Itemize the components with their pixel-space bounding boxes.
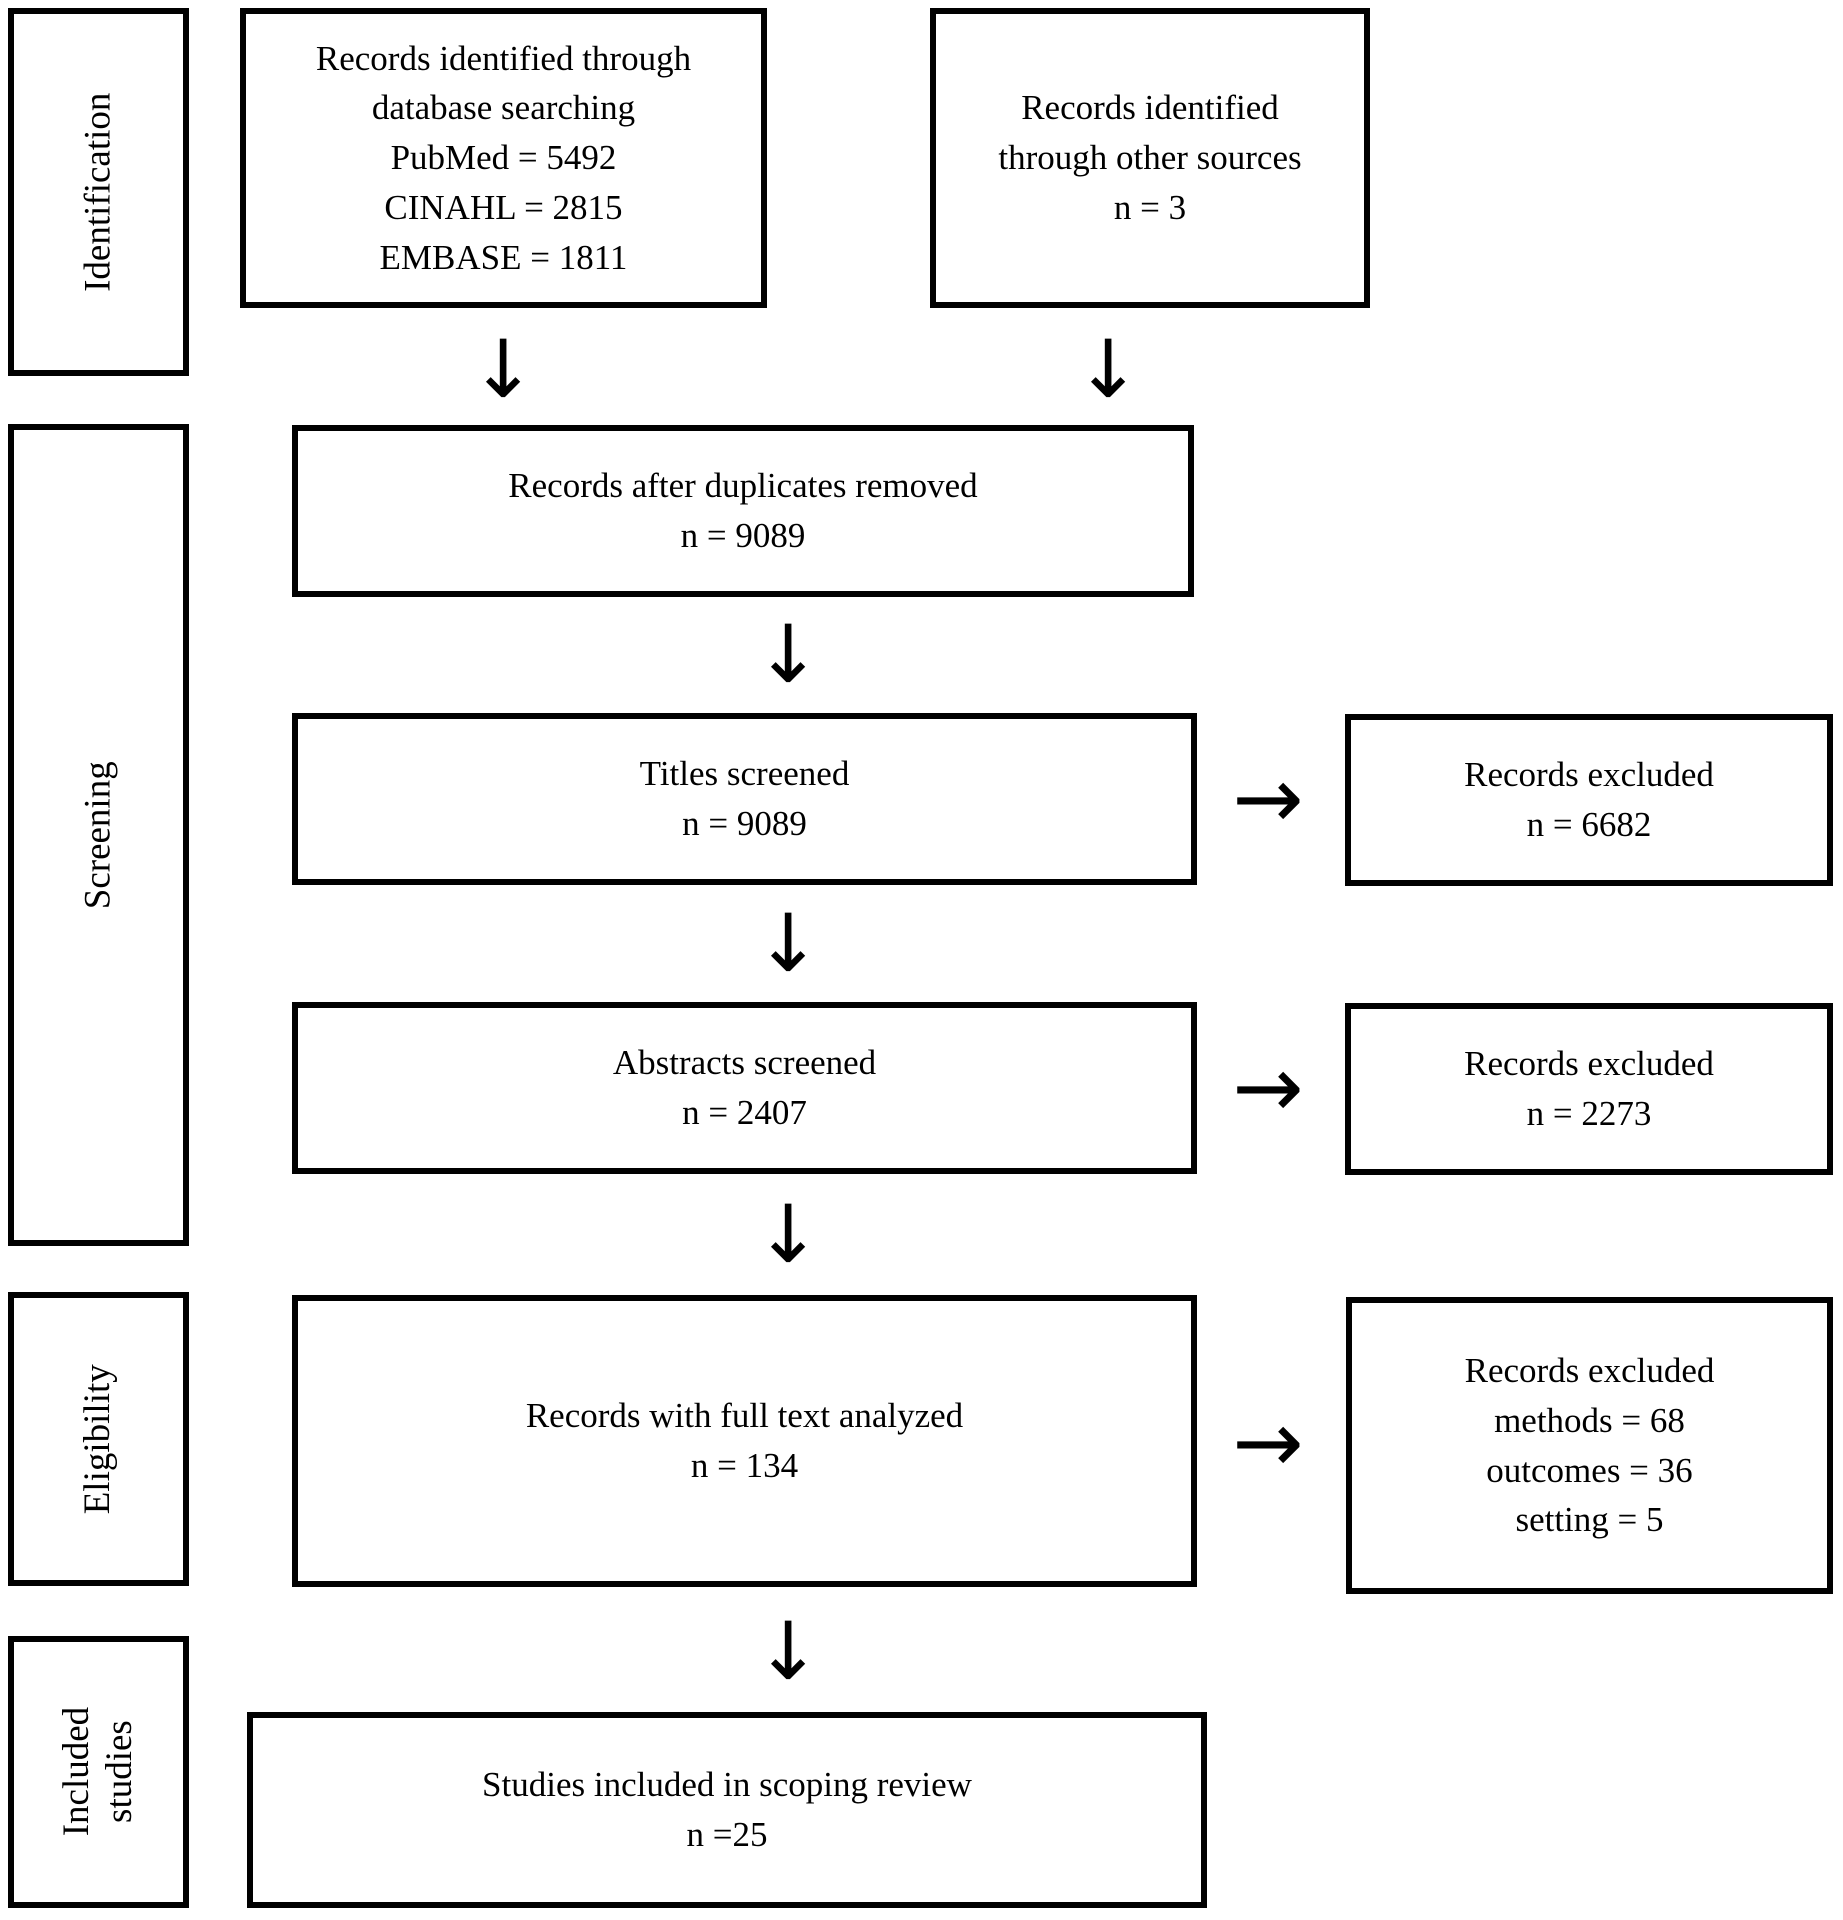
box-records-excluded-titles-text: Records excluded n = 6682: [1464, 755, 1714, 844]
box-titles-screened: Titles screened n = 9089: [292, 713, 1197, 885]
stage-label-eligibility: Eligibility: [77, 1363, 119, 1515]
stage-box-identification: Identification: [8, 8, 189, 376]
box-records-excluded-fulltext-text: Records excluded methods = 68 outcomes =…: [1464, 1351, 1715, 1540]
box-duplicates-removed: Records after duplicates removed n = 908…: [292, 425, 1194, 597]
box-records-excluded-abstracts: Records excluded n = 2273: [1345, 1003, 1833, 1175]
box-records-other-sources-text: Records identified through other sources…: [998, 88, 1302, 227]
stage-label-screening: Screening: [77, 761, 119, 909]
stage-box-screening: Screening: [8, 424, 189, 1246]
arrow-down-icon: ↓: [754, 608, 822, 701]
arrow-down-icon: ↓: [469, 323, 537, 416]
box-duplicates-removed-text: Records after duplicates removed n = 908…: [508, 466, 978, 555]
box-fulltext-analyzed-text: Records with full text analyzed n = 134: [525, 1396, 964, 1485]
box-records-excluded-titles: Records excluded n = 6682: [1345, 714, 1833, 886]
box-records-other-sources: Records identified through other sources…: [930, 8, 1370, 308]
box-records-identified-databases-text: Records identified through database sear…: [315, 38, 692, 277]
box-studies-included-text: Studies included in scoping review n =25: [482, 1765, 972, 1854]
arrow-down-icon: ↓: [754, 1188, 822, 1281]
box-abstracts-screened: Abstracts screened n = 2407: [292, 1002, 1197, 1174]
arrow-down-icon: ↓: [754, 897, 822, 990]
arrow-down-icon: ↓: [1074, 323, 1142, 416]
arrow-down-icon: ↓: [754, 1605, 822, 1698]
box-records-identified-databases: Records identified through database sear…: [240, 8, 767, 308]
stage-box-included-studies: Included studies: [8, 1636, 189, 1908]
box-records-excluded-fulltext: Records excluded methods = 68 outcomes =…: [1346, 1297, 1833, 1594]
arrow-right-icon: →: [1232, 749, 1304, 849]
stage-label-identification: Identification: [77, 92, 119, 292]
box-records-excluded-abstracts-text: Records excluded n = 2273: [1464, 1044, 1714, 1133]
box-abstracts-screened-text: Abstracts screened n = 2407: [612, 1043, 877, 1132]
box-studies-included: Studies included in scoping review n =25: [247, 1712, 1207, 1908]
box-titles-screened-text: Titles screened n = 9089: [639, 754, 850, 843]
box-fulltext-analyzed: Records with full text analyzed n = 134: [292, 1295, 1197, 1587]
stage-label-included-studies: Included studies: [55, 1707, 140, 1837]
arrow-right-icon: →: [1232, 1038, 1304, 1138]
arrow-right-icon: →: [1232, 1393, 1304, 1493]
stage-box-eligibility: Eligibility: [8, 1292, 189, 1586]
